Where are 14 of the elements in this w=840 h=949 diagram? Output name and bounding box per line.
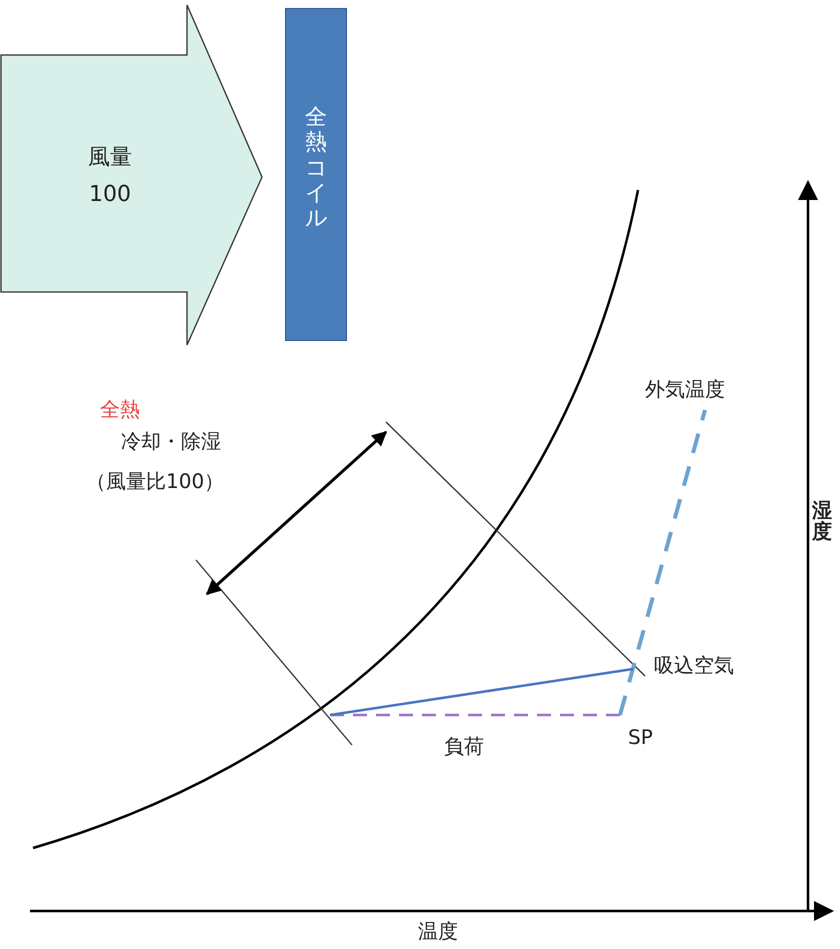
axis-label: 温度 xyxy=(418,920,458,943)
load-label: 負荷 xyxy=(444,735,484,758)
block-arrow xyxy=(0,4,264,347)
airflow-value: 100 xyxy=(88,181,132,209)
point-label: SP xyxy=(628,726,653,749)
ratio-label: （風量比100） xyxy=(86,470,224,493)
airflow-label: 風量 xyxy=(87,144,133,172)
coil-bar xyxy=(285,8,347,341)
point-label: 吸込空気 xyxy=(654,654,734,677)
heading-label: 全熱 xyxy=(100,398,140,421)
axis-label: 湿度 xyxy=(812,500,832,542)
point-label: 外気温度 xyxy=(645,378,725,401)
coil-label: 全熱コイル xyxy=(305,105,327,232)
process-label: 冷却・除湿 xyxy=(121,430,221,453)
